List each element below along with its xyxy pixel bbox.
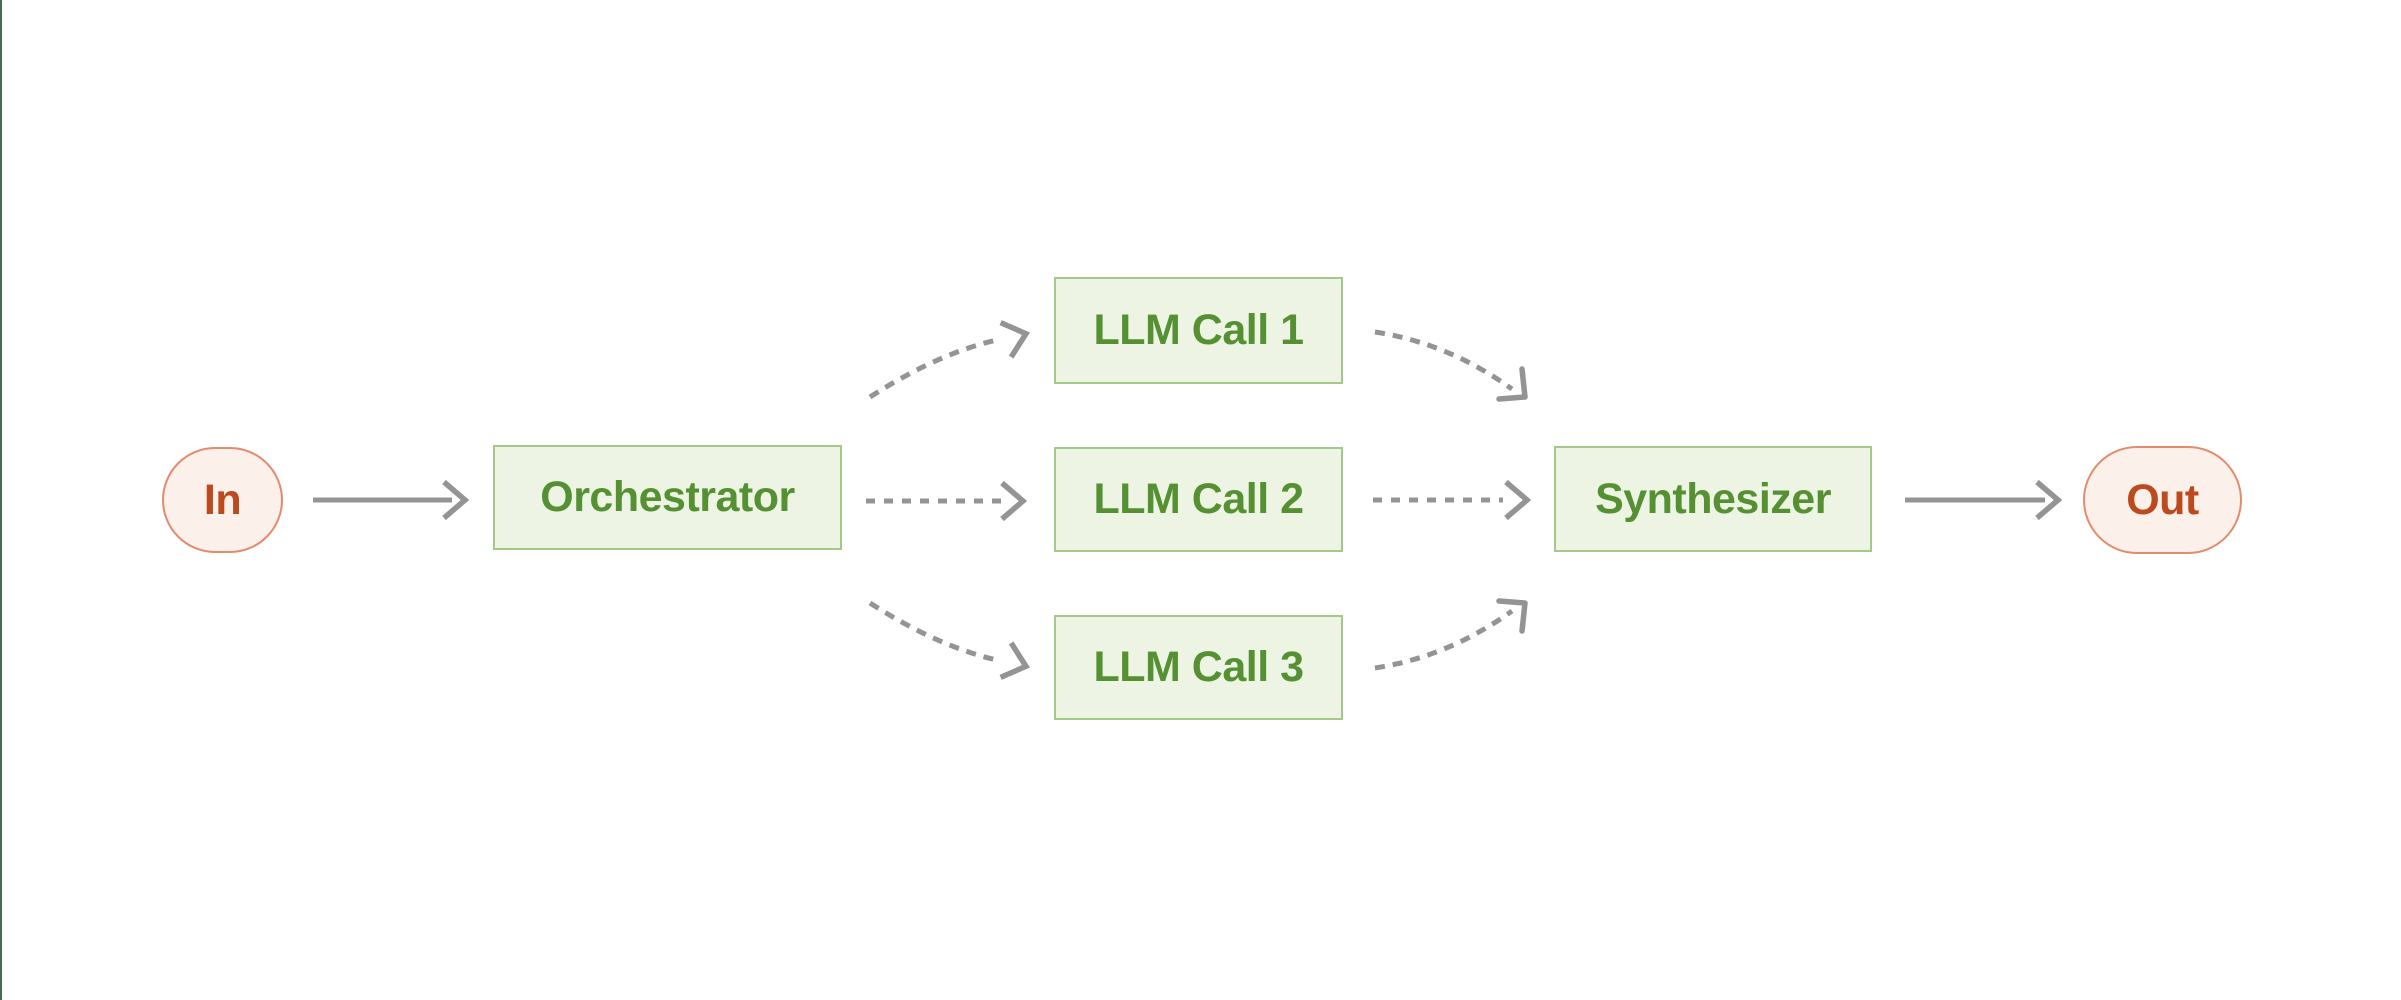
node-llm-call-2: LLM Call 2	[1054, 447, 1343, 552]
node-orchestrator-label: Orchestrator	[540, 473, 795, 521]
node-out: Out	[2083, 446, 2242, 554]
arrow-orchestrator-to-llm-call-1	[868, 320, 1030, 400]
node-synthesizer: Synthesizer	[1554, 446, 1872, 552]
node-in-label: In	[203, 475, 242, 524]
arrow-in-to-orchestrator	[313, 479, 470, 521]
arrow-orchestrator-to-llm-call-3	[868, 600, 1030, 680]
arrow-orchestrator-to-llm-call-2	[866, 480, 1028, 522]
node-llm-call-1: LLM Call 1	[1054, 277, 1343, 384]
arrow-llm-call-3-to-synthesizer	[1374, 598, 1528, 671]
node-llm-call-2-label: LLM Call 2	[1093, 475, 1304, 523]
arrow-llm-call-2-to-synthesizer	[1373, 479, 1532, 521]
node-llm-call-3-label: LLM Call 3	[1093, 643, 1304, 691]
node-llm-call-3: LLM Call 3	[1054, 615, 1343, 720]
arrow-synthesizer-to-out	[1905, 479, 2063, 521]
window-left-edge-line	[0, 0, 2, 1000]
node-llm-call-1-label: LLM Call 1	[1093, 306, 1304, 354]
node-orchestrator: Orchestrator	[493, 445, 842, 550]
node-in: In	[162, 447, 283, 553]
node-synthesizer-label: Synthesizer	[1595, 474, 1831, 523]
arrow-llm-call-1-to-synthesizer	[1374, 329, 1528, 402]
node-out-label: Out	[2126, 475, 2199, 524]
